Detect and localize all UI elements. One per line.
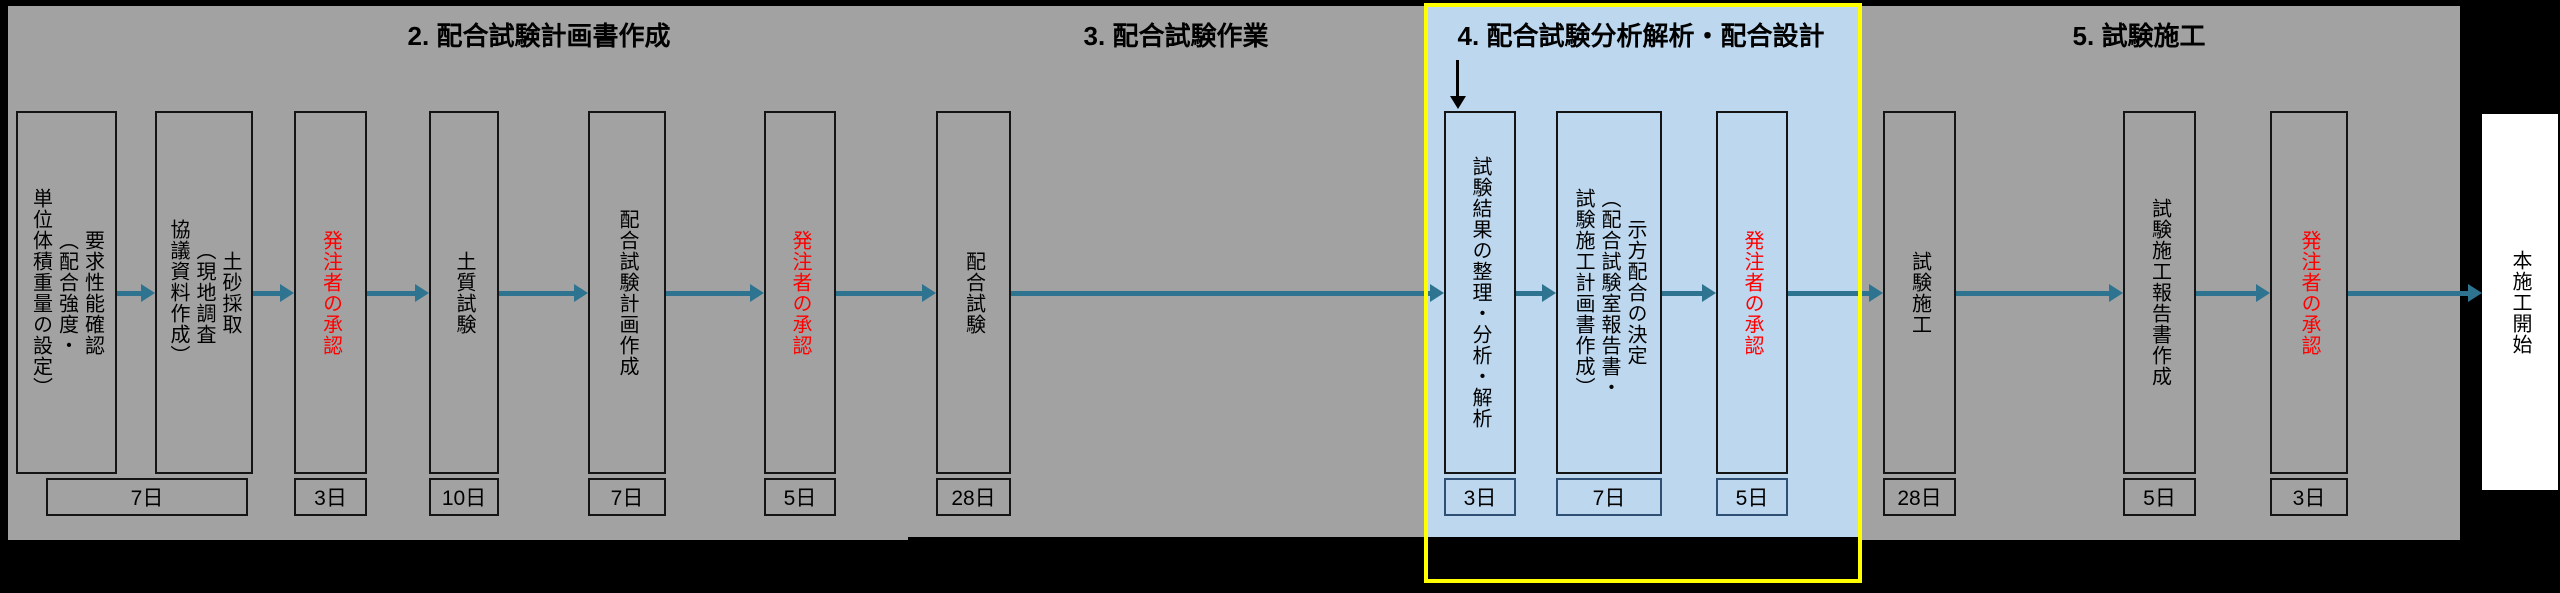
- step-box-owner-approval-3: 発注者の承認: [1716, 111, 1788, 474]
- step-label: 発注者の承認: [319, 229, 342, 356]
- duration-label: 3日: [1444, 478, 1516, 516]
- down-arrow-icon: [1449, 96, 1466, 109]
- step-label: 配合試験: [962, 250, 985, 335]
- step-label: 土砂採取 （現地調査 協議資料作成）: [167, 219, 241, 366]
- flow-arrow: [117, 284, 155, 302]
- step-box-result-analysis: 試験結果の整理・分析・解析: [1444, 111, 1516, 474]
- step-box-mix-test-plan: 配合試験計画作成: [588, 111, 666, 474]
- duration-label: 3日: [294, 478, 367, 516]
- step-label: 要求性能確認 （配合強度・ 単位体積重量の設定）: [29, 187, 104, 398]
- flowchart-panel: [8, 6, 2460, 540]
- step-box-mix-decision: 示方配合の決定 （配合試験室報告書・ 試験施工計画書作成）: [1556, 111, 1662, 474]
- step-label: 配合試験計画作成: [616, 208, 638, 377]
- flow-arrow: [1956, 284, 2123, 302]
- step-label: 試験施工報告書作成: [2148, 198, 2171, 387]
- step-box-owner-approval-2: 発注者の承認: [764, 111, 836, 474]
- flow-arrow: [1788, 284, 1883, 302]
- step-label: 発注者の承認: [789, 229, 811, 356]
- step-label: 発注者の承認: [1741, 229, 1763, 356]
- duration-label: 7日: [588, 478, 666, 516]
- flow-arrow: [836, 284, 936, 302]
- flow-arrow: [2348, 284, 2482, 302]
- step-box-soil-test: 土質試験: [429, 111, 499, 474]
- step-box-trial-construction: 試験施工: [1883, 111, 1956, 474]
- step-label: 本施工開始: [2509, 249, 2531, 355]
- flow-arrow: [367, 284, 429, 302]
- step-label: 試験結果の整理・分析・解析: [1469, 156, 1491, 429]
- duration-label: 7日: [46, 478, 248, 516]
- duration-label: 28日: [1883, 478, 1956, 516]
- duration-label: 10日: [429, 478, 499, 516]
- step-box-owner-approval-1: 発注者の承認: [294, 111, 367, 474]
- duration-label: 5日: [1716, 478, 1788, 516]
- final-main-construction: 本施工開始: [2482, 114, 2558, 490]
- step-label: 発注者の承認: [2298, 229, 2320, 356]
- flow-arrow: [499, 284, 588, 302]
- section-underline: [908, 537, 1862, 544]
- step-box-owner-approval-4: 発注者の承認: [2270, 111, 2348, 474]
- step-box-mix-test: 配合試験: [936, 111, 1011, 474]
- section-title-2: 2. 配合試験計画書作成: [407, 21, 671, 51]
- flow-arrow: [1516, 284, 1556, 302]
- flow-arrow: [666, 284, 764, 302]
- duration-label: 5日: [2123, 478, 2196, 516]
- section-title-5: 5. 試験施工: [2072, 21, 2206, 51]
- duration-label: 5日: [764, 478, 836, 516]
- duration-label: 3日: [2270, 478, 2348, 516]
- step-label: 土質試験: [453, 250, 475, 335]
- section-title-3: 3. 配合試験作業: [1083, 21, 1269, 51]
- step-box-soil-sampling: 土砂採取 （現地調査 協議資料作成）: [155, 111, 253, 474]
- duration-label: 28日: [936, 478, 1011, 516]
- flow-arrow: [1011, 284, 1444, 302]
- step-box-trial-report: 試験施工報告書作成: [2123, 111, 2196, 474]
- step-label: 試験施工: [1908, 250, 1931, 335]
- step-box-performance-check: 要求性能確認 （配合強度・ 単位体積重量の設定）: [16, 111, 117, 474]
- flow-arrow: [253, 284, 294, 302]
- duration-label: 7日: [1556, 478, 1662, 516]
- flow-arrow: [2196, 284, 2270, 302]
- step-label: 示方配合の決定 （配合試験室報告書・ 試験施工計画書作成）: [1572, 187, 1646, 398]
- flow-arrow: [1662, 284, 1716, 302]
- down-arrow-icon: [1456, 60, 1459, 98]
- section-title-4: 4. 配合試験分析解析・配合設計: [1457, 21, 1825, 51]
